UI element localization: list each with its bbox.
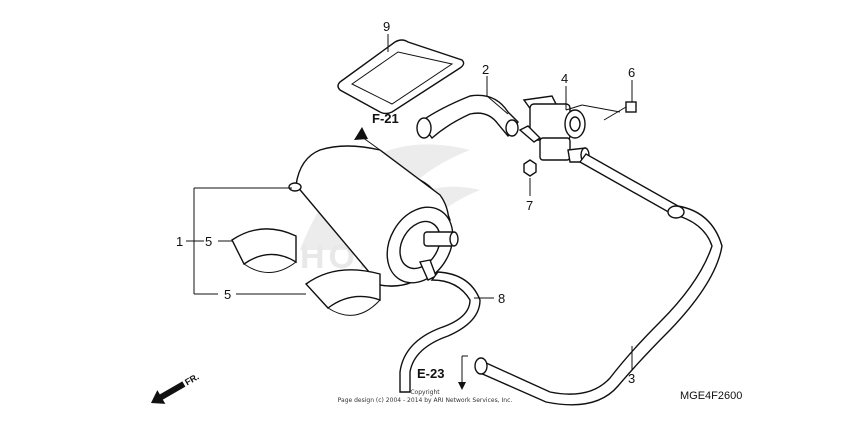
diagram-code: MGE4F2600 <box>680 390 742 402</box>
callout-4: 4 <box>561 71 568 86</box>
callout-1: 1 <box>176 234 183 249</box>
callout-2: 2 <box>482 62 489 77</box>
bolt-part <box>603 80 637 121</box>
hose-long-part <box>474 153 723 406</box>
ref-f21: F-21 <box>372 111 399 126</box>
callout-9: 9 <box>383 19 390 34</box>
callout-7: 7 <box>526 198 533 213</box>
callout-5-lower: 5 <box>224 287 231 302</box>
callout-5-upper: 5 <box>205 234 212 249</box>
canister-part <box>186 145 459 294</box>
front-direction-arrow: FR. <box>150 371 201 404</box>
front-label: FR. <box>183 371 201 387</box>
nut-part <box>523 159 537 196</box>
solenoid-valve-part <box>518 86 621 163</box>
e23-reference: E-23 <box>417 355 468 390</box>
copyright-line1: Copyright <box>410 389 440 396</box>
ref-e23: E-23 <box>417 366 444 381</box>
callout-3: 3 <box>628 371 635 386</box>
copyright-line2: Page design (c) 2004 - 2014 by ARI Netwo… <box>338 397 513 404</box>
cushion-lower-part <box>194 269 381 316</box>
f21-reference: F-21 <box>354 111 399 151</box>
callout-6: 6 <box>628 65 635 80</box>
cushion-upper-part <box>194 228 297 273</box>
callout-8: 8 <box>498 291 505 306</box>
strap-part <box>337 34 465 115</box>
hose-small-part <box>399 271 494 393</box>
tube-part <box>416 76 519 140</box>
